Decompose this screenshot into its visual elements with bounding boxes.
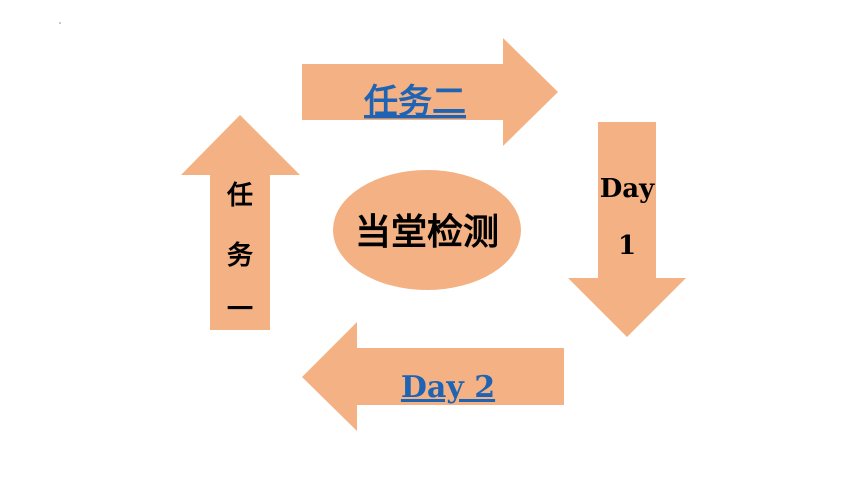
task-one-char-2: 务: [227, 241, 253, 271]
arrow-up-task-one: [181, 115, 300, 330]
task-two-label[interactable]: 任务二: [364, 82, 466, 122]
arrow-left-day2: [302, 322, 564, 431]
day1-label-line1: Day: [600, 174, 655, 204]
task-two-link[interactable]: 任务二: [364, 82, 466, 122]
speck-dot: [59, 22, 61, 24]
task-one-char-1: 任: [226, 181, 253, 211]
arrow-down-day1: [568, 122, 686, 337]
day2-label[interactable]: Day 2: [401, 370, 495, 405]
arrow-right-task-two: [302, 38, 558, 146]
center-ellipse: [333, 170, 521, 290]
day1-label-line2: 1: [618, 231, 636, 261]
task-one-char-3: 一: [227, 295, 253, 325]
center-label: 当堂检测: [355, 211, 499, 253]
day2-link[interactable]: Day 2: [401, 370, 495, 405]
